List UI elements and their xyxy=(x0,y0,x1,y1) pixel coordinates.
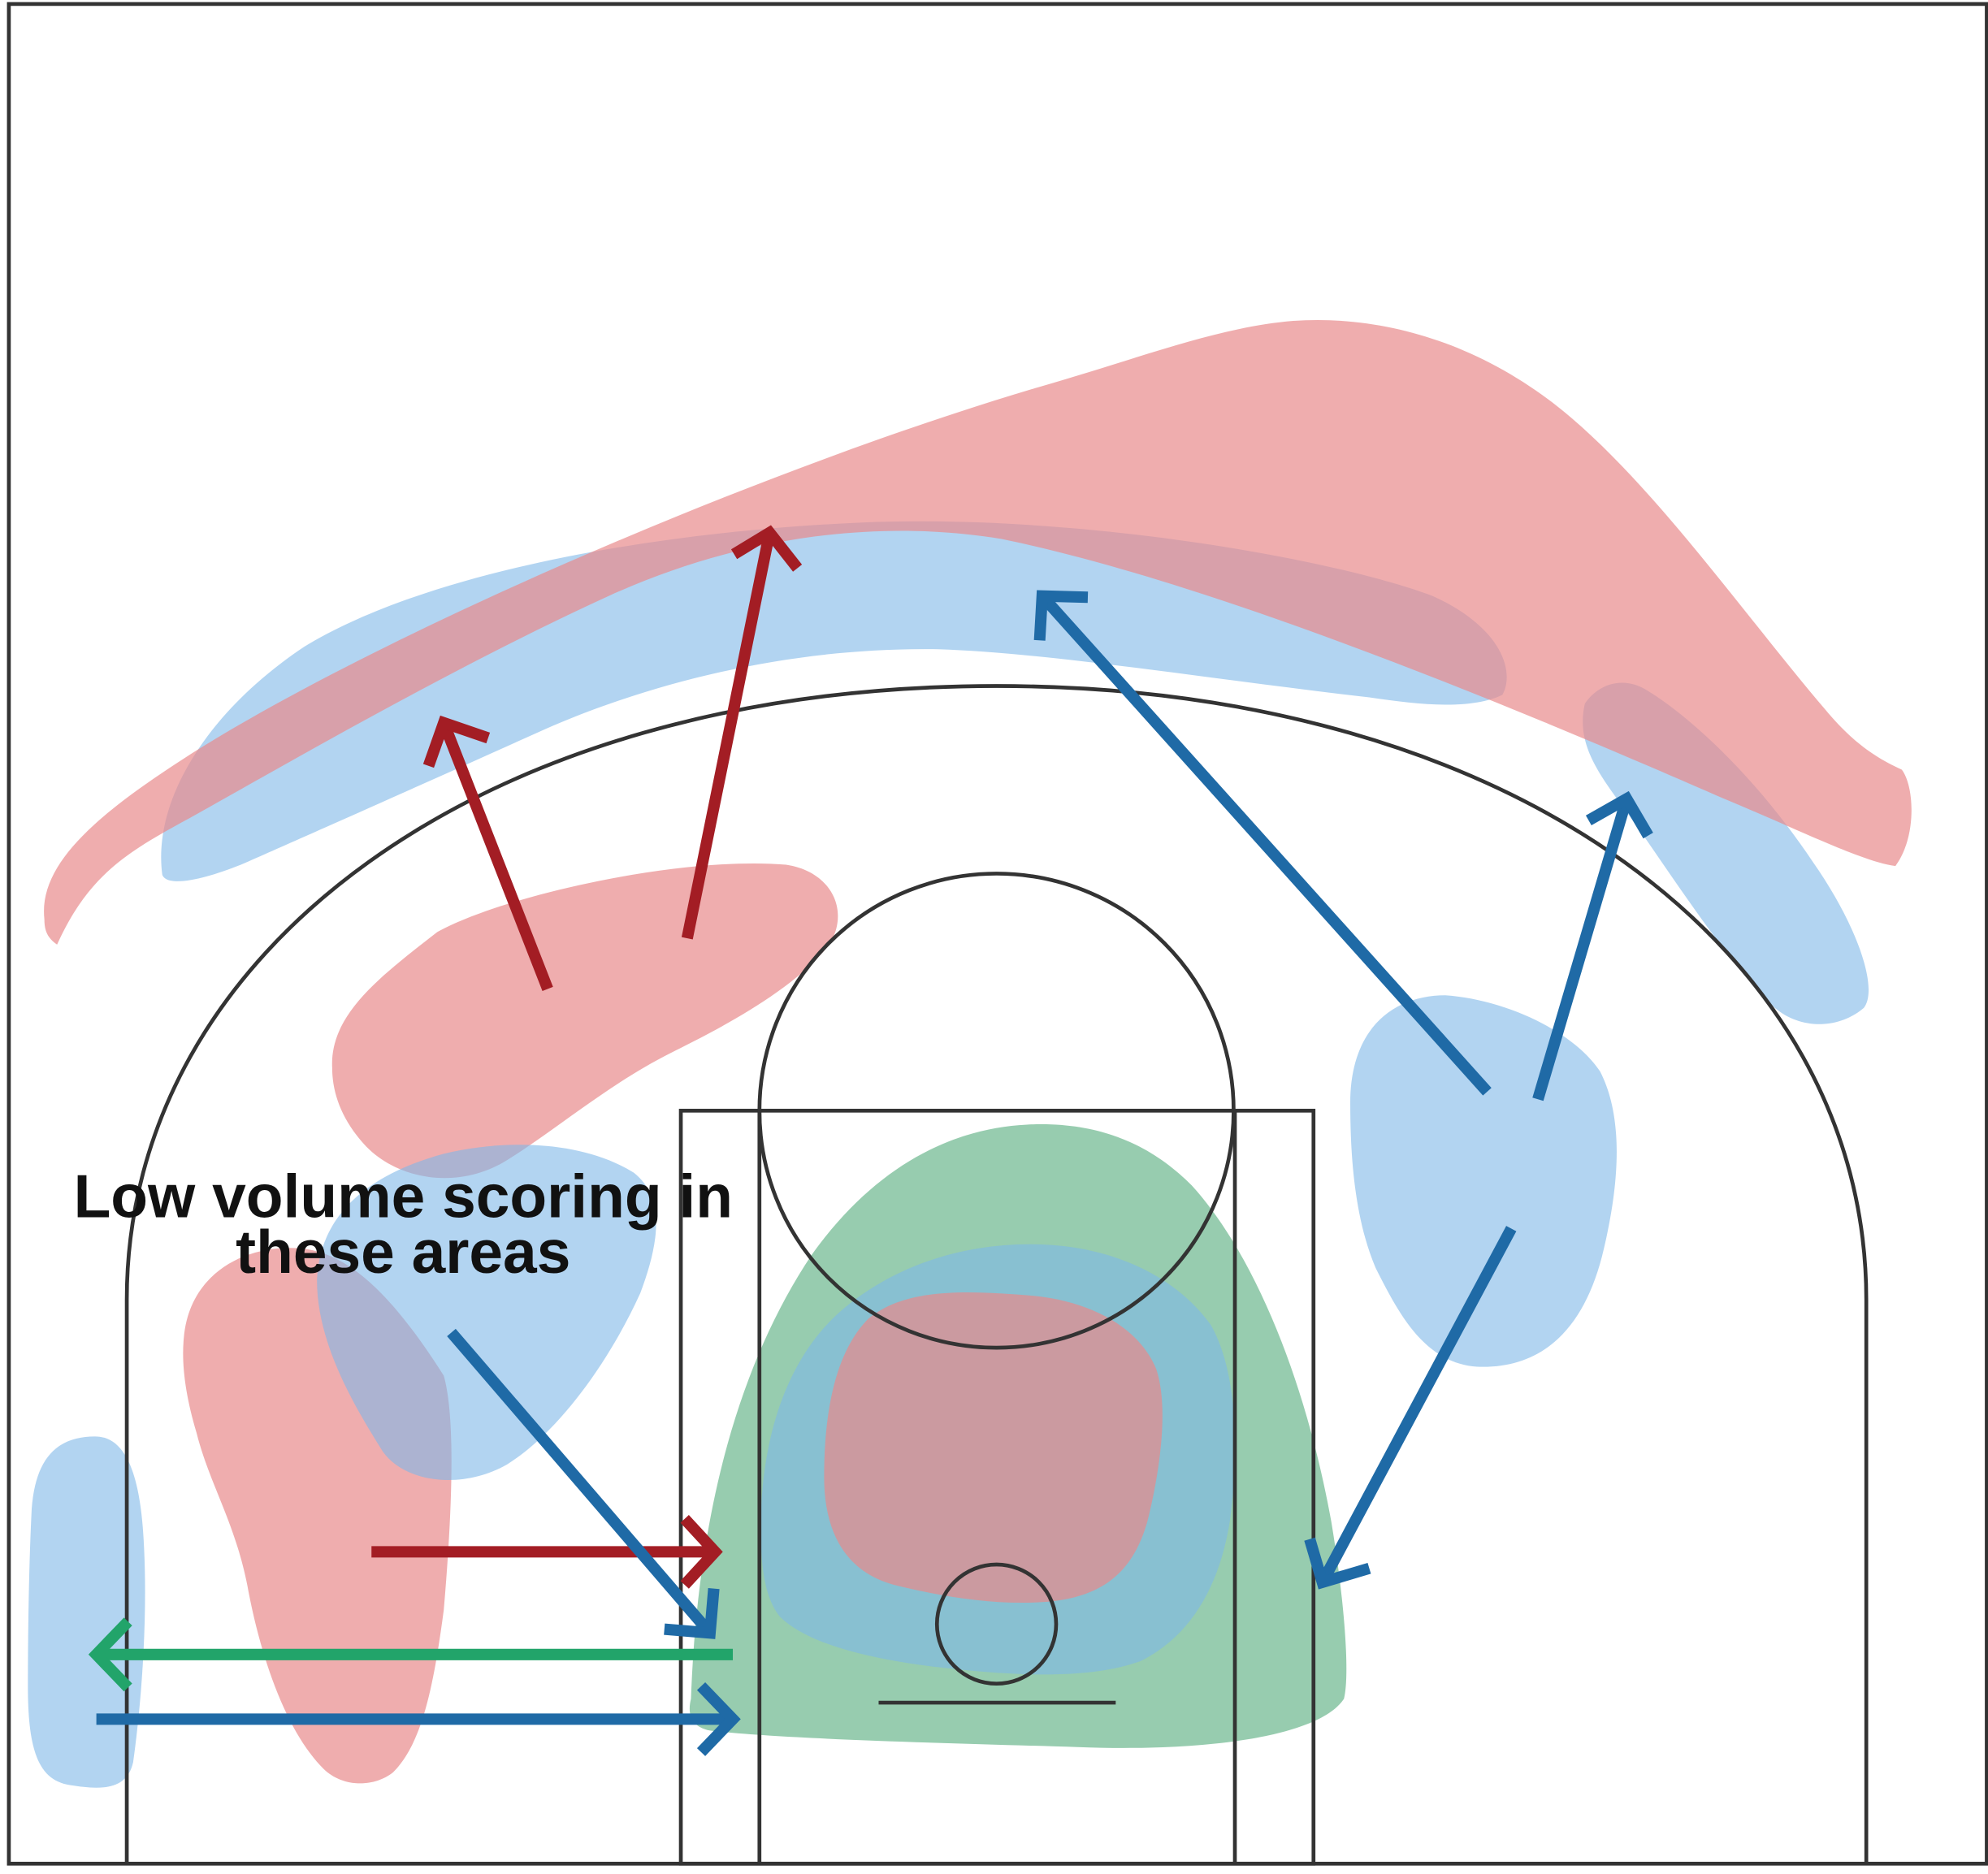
arrowhead-blue-4 xyxy=(664,1588,720,1639)
blue-arrow-elbow-to-block xyxy=(1317,1226,1517,1586)
blue-arrow-elbow-to-wing xyxy=(1532,797,1632,1101)
arrowhead-green-1 xyxy=(88,1617,132,1692)
arrowhead-red-1 xyxy=(422,715,491,768)
red-arrow-wing-to-deep-top xyxy=(681,531,776,940)
arrowhead-blue-2 xyxy=(1585,790,1653,839)
blue-zone-left-corner xyxy=(28,1436,145,1788)
annotation-line-1: Low volume scoring in xyxy=(74,1162,733,1230)
arrowhead-red-3 xyxy=(680,1515,723,1589)
paint-outer xyxy=(678,1108,1316,1866)
red-arrow-wing-to-deep-left xyxy=(438,721,553,992)
blue-arrow-elbow-to-top xyxy=(1037,592,1492,1096)
arrowhead-blue-5 xyxy=(696,1681,741,1756)
movement-arrows xyxy=(88,525,1653,1756)
annotation: Low volume scoring in these areas xyxy=(74,1162,733,1286)
arrowhead-red-2 xyxy=(730,525,803,572)
heat-zones xyxy=(28,319,1912,1788)
blue-zone-left-short-corner xyxy=(317,1145,656,1480)
annotation-line-2: these areas xyxy=(236,1218,570,1286)
blue-zone-right-elbow xyxy=(1350,995,1617,1367)
hoop-rim xyxy=(934,1562,1059,1686)
court-lines xyxy=(6,2,1988,1866)
red-zone-rim-core xyxy=(824,1292,1163,1604)
arrowhead-blue-1 xyxy=(1033,590,1089,641)
red-zone-deep-arc xyxy=(44,319,1912,945)
red-zone-left-wing xyxy=(331,863,838,1179)
arrowhead-blue-3 xyxy=(1304,1537,1371,1590)
free-throw-circle xyxy=(757,872,1236,1350)
three-point-line xyxy=(124,684,1869,1864)
blue-arrow-short-corner-to-rim xyxy=(447,1328,715,1637)
